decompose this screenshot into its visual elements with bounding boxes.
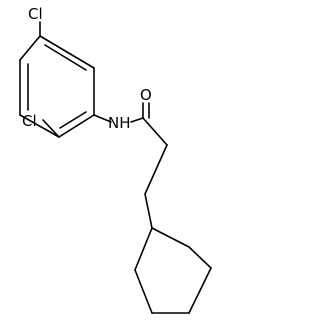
ring-bond	[19, 35, 41, 61]
ring-bond	[188, 267, 212, 314]
structure-canvas: Cl Cl NH O	[19, 5, 212, 314]
cyclohexyl-ring	[134, 227, 212, 314]
ring-bond	[134, 227, 153, 271]
c-n-bond	[93, 114, 112, 123]
ring-bond	[39, 35, 95, 69]
dichlorophenyl-ring	[19, 35, 95, 138]
ring-bond	[19, 114, 60, 138]
atom-label-nh: NH	[108, 114, 131, 132]
ring-bond	[134, 269, 153, 314]
ring-bond	[58, 114, 95, 138]
molecule-structure: Cl Cl NH O	[19, 5, 212, 314]
ring-double-bond	[44, 44, 87, 71]
n-c-bond	[130, 117, 144, 123]
ring-bond	[188, 246, 212, 269]
atom-label-cl-left: Cl	[22, 112, 37, 130]
chain-bond	[144, 193, 153, 229]
chain-bond	[144, 144, 168, 195]
chain-bond	[142, 117, 168, 146]
atom-label-oxygen: O	[140, 86, 152, 104]
ring-bond	[151, 227, 190, 248]
atom-label-cl-top: Cl	[28, 5, 43, 23]
c-cl-bond-left	[42, 119, 60, 138]
ring-double-bond	[59, 111, 87, 129]
